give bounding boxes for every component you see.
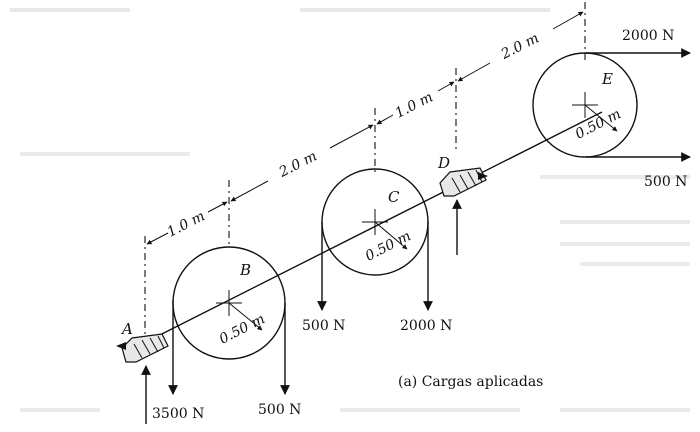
- dim-cd-label: 1.0 m: [393, 89, 436, 121]
- load-c-left-label: 500 N: [302, 318, 345, 334]
- bearing-a: [116, 333, 169, 363]
- dimension-line: [146, 11, 584, 245]
- load-c-right-label: 2000 N: [400, 318, 452, 334]
- bearing-d: [439, 167, 488, 197]
- point-c-label: C: [388, 188, 400, 206]
- figure-caption: (a) Cargas aplicadas: [398, 374, 543, 390]
- point-e-label: E: [601, 70, 613, 88]
- background-bleed: [10, 8, 690, 412]
- load-e-top-label: 2000 N: [622, 28, 674, 44]
- pulley-e: [532, 52, 638, 158]
- radius-e-label: 0.50 m: [573, 106, 624, 142]
- load-e-bottom-label: 500 N: [644, 174, 687, 190]
- dim-ab-label: 1.0 m: [165, 208, 208, 240]
- shaft-line: [139, 111, 603, 346]
- radius-b-label: 0.50 m: [217, 311, 268, 347]
- load-b-right-label: 500 N: [258, 402, 301, 418]
- point-d-label: D: [437, 154, 450, 172]
- dim-bc-label: 2.0 m: [276, 148, 320, 181]
- point-b-label: B: [239, 261, 251, 279]
- point-a-label: A: [120, 320, 133, 338]
- load-a-reaction-label: 3500 N: [152, 406, 204, 422]
- dim-de-label: 2.0 m: [498, 30, 542, 63]
